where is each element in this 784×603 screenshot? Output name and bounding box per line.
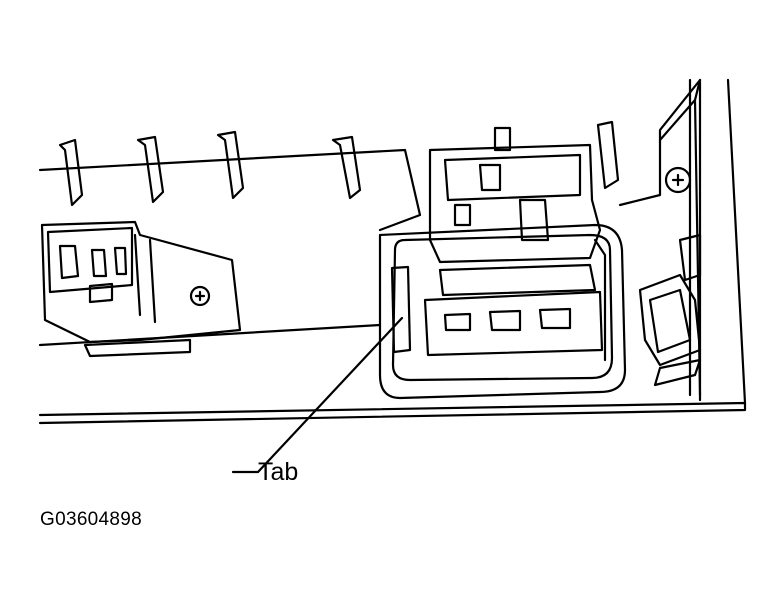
center-switch (378, 126, 627, 400)
right-connector (638, 233, 702, 387)
tab-callout-label: Tab (258, 458, 299, 486)
tab-leader-line (231, 316, 404, 474)
left-connector (40, 220, 242, 358)
retaining-clips (58, 120, 620, 207)
figure-id: G03604898 (40, 509, 143, 530)
trim-panel (38, 78, 747, 425)
right-screw (664, 166, 692, 194)
